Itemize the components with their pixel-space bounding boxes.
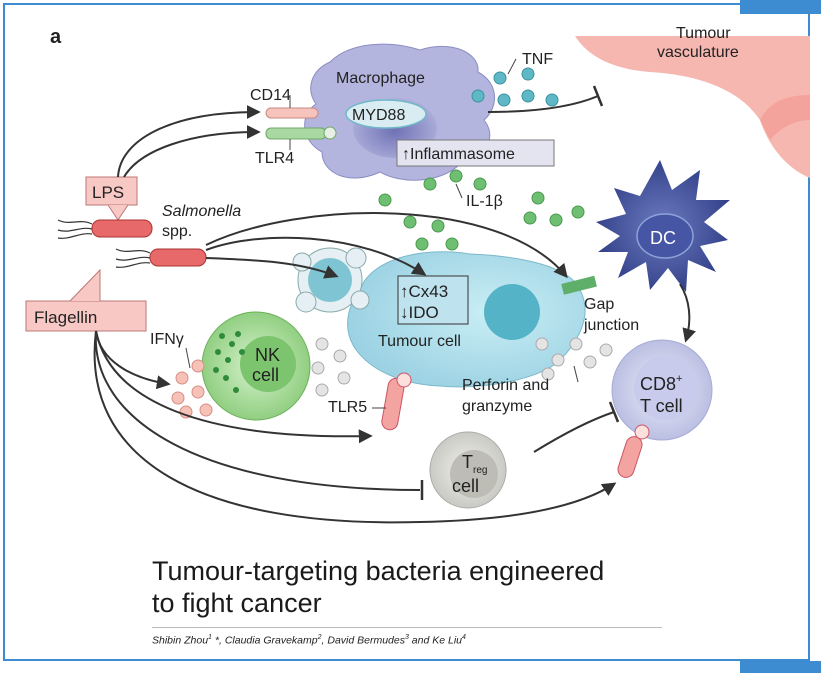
lps-label-box bbox=[85, 176, 138, 206]
tnf-label: TNF bbox=[522, 51, 553, 68]
author-name: Ke Liu bbox=[432, 634, 463, 647]
bacterium-2 bbox=[115, 248, 207, 268]
cd14-label: CD14 bbox=[250, 87, 291, 104]
lps-to-tlr4-arrow bbox=[123, 125, 261, 178]
dendritic-cell bbox=[596, 160, 730, 292]
tlr5-label: TLR5 bbox=[328, 399, 367, 416]
gap-junction-label-1: Gap bbox=[584, 296, 614, 313]
flagellin-to-cd8-arrow bbox=[93, 330, 617, 524]
ifng-label: IFNγ bbox=[150, 331, 184, 348]
ido-label: ↓IDO bbox=[400, 303, 439, 322]
cd14-receptor bbox=[265, 107, 319, 119]
author-name: Claudia Gravekamp bbox=[224, 634, 318, 647]
author-list: Shibin Zhou1 *, Claudia Gravekamp2, Davi… bbox=[152, 634, 466, 647]
title-rule bbox=[152, 627, 662, 628]
flagellin-to-treg-inhibit bbox=[94, 330, 421, 491]
corner-accent-top bbox=[740, 0, 821, 14]
gap-junction-label-2: junction bbox=[583, 317, 639, 334]
figure-frame bbox=[3, 3, 810, 661]
tlr4-label: TLR4 bbox=[255, 150, 294, 167]
article-title-line-2: to fight cancer bbox=[152, 588, 322, 618]
author-name: Shibin Zhou bbox=[152, 634, 209, 647]
spp-label: spp. bbox=[162, 223, 192, 240]
article-title-line-1: Tumour-targeting bacteria engineered bbox=[152, 556, 605, 586]
lps-to-cd14-arrow bbox=[117, 105, 261, 178]
bacteria-to-vesicle-arrow bbox=[205, 257, 339, 279]
il1b-label: IL-1β bbox=[466, 193, 503, 210]
cd8-t-cell bbox=[611, 339, 713, 478]
cd8-inhibit-bar bbox=[608, 401, 620, 423]
cx43-ido-box bbox=[397, 275, 469, 325]
cd8-label: CD8+ bbox=[640, 373, 682, 394]
treg-cell-label: cell bbox=[452, 476, 479, 496]
inflammasome-label: ↑Inflammasome bbox=[402, 146, 515, 163]
flagellin-label: Flagellin bbox=[34, 308, 97, 327]
tlr4-receptor bbox=[265, 127, 327, 140]
macrophage-label: Macrophage bbox=[336, 70, 425, 87]
panel-label: a bbox=[50, 26, 62, 48]
il1b-dots bbox=[378, 169, 585, 251]
perforin-label-1: Perforin and bbox=[462, 377, 549, 394]
salmonella-label: Salmonella bbox=[162, 203, 241, 220]
cx43-label: ↑Cx43 bbox=[400, 282, 448, 301]
bacteria-to-gap-junction-arrow bbox=[205, 212, 568, 279]
tnf-dots bbox=[471, 67, 559, 107]
perforin-dots bbox=[311, 337, 613, 397]
nk-cell-label-2: cell bbox=[252, 365, 279, 385]
treg-inhibit-cd8-line bbox=[533, 411, 615, 453]
lps-label: LPS bbox=[92, 183, 124, 202]
gap-junction bbox=[561, 275, 597, 295]
tumour-vasculature-label-2: vasculature bbox=[657, 44, 739, 61]
dc-label: DC bbox=[650, 228, 676, 248]
tnf-inhibit-line bbox=[487, 95, 599, 113]
myd88-label: MYD88 bbox=[352, 107, 405, 124]
article-title: Tumour-targeting bacteria engineered to … bbox=[152, 555, 772, 619]
tumour-vasculature-label-1: Tumour bbox=[676, 25, 731, 42]
tlr4-adaptor bbox=[323, 126, 337, 140]
dc-to-cd8-arrow bbox=[679, 283, 696, 343]
tumour-cell-label: Tumour cell bbox=[378, 333, 461, 350]
flagellin-to-tlr5-arrow bbox=[95, 330, 373, 444]
t-cell-label: T cell bbox=[640, 396, 683, 416]
treg-label: Treg bbox=[462, 452, 487, 476]
tumour-vasculature bbox=[575, 36, 810, 178]
bacterial-vesicle bbox=[292, 247, 370, 313]
nk-cell bbox=[201, 311, 311, 421]
nk-cell-label-1: NK bbox=[255, 345, 280, 365]
inflammasome-box bbox=[396, 139, 555, 167]
treg-cell bbox=[429, 431, 507, 509]
corner-accent-bottom bbox=[740, 661, 821, 673]
author-name: David Bermudes bbox=[327, 634, 405, 647]
flagellin-label-box bbox=[25, 300, 147, 332]
bacteria-to-tumour-arrow bbox=[205, 236, 427, 276]
bacterium-1 bbox=[57, 219, 153, 239]
perforin-label-2: granzyme bbox=[462, 398, 532, 415]
